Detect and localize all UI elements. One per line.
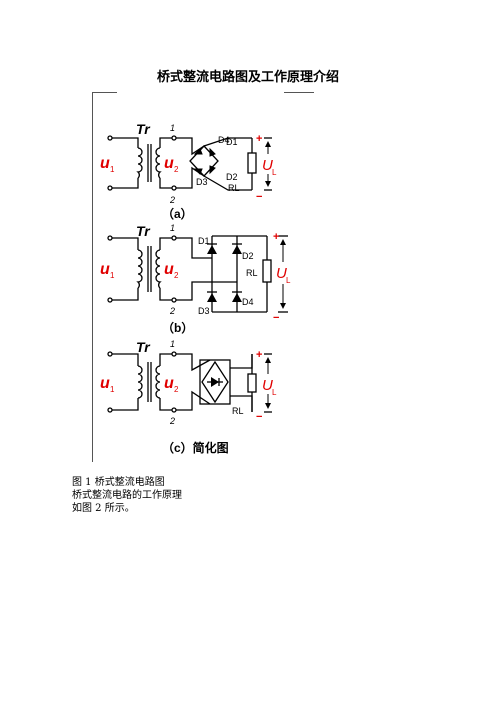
document-title: 桥式整流电路图及工作原理介绍 — [156, 70, 339, 85]
transformer-label-a: Tr — [136, 121, 151, 137]
u1-sub-c: 1 — [110, 385, 115, 394]
rl-label-b: RL — [246, 268, 258, 278]
transformer-label-c: Tr — [136, 339, 151, 355]
u2-label-c: u — [164, 375, 174, 392]
u1-sub-a: 1 — [110, 165, 115, 174]
transformer-label-b: Tr — [136, 223, 151, 239]
minus-sign-b: − — [273, 312, 279, 324]
d4-label-b: D4 — [242, 297, 254, 307]
node-1-label-c: 1 — [170, 339, 175, 349]
plus-sign-b: + — [273, 231, 279, 243]
u1-label-b: u — [100, 261, 110, 278]
u2-label-b: u — [164, 261, 174, 278]
node-2-label-a: 2 — [169, 195, 175, 205]
u1-sub-b: 1 — [110, 271, 115, 280]
rl-label-c: RL — [232, 406, 244, 416]
circuit-b — [107, 235, 288, 313]
d1-label-b: D1 — [198, 236, 210, 246]
frame-border-top-left — [92, 92, 117, 93]
node-2-label-c: 2 — [169, 416, 175, 426]
ul-label-c: U — [262, 377, 273, 394]
u2-sub-c: 2 — [174, 385, 179, 394]
circuit-a-diodes — [193, 147, 216, 175]
minus-sign-c: − — [256, 411, 262, 423]
caption-c: （c）简化图 — [162, 440, 229, 455]
frame-border-top-right — [284, 92, 314, 93]
u2-sub-a: 2 — [174, 165, 179, 174]
d3-label-a: D3 — [196, 177, 208, 187]
circuit-c — [107, 351, 272, 413]
ul-label-b: U — [276, 265, 287, 282]
body-text: 如图 2 所示。 — [72, 503, 135, 514]
minus-sign-a: − — [256, 191, 262, 203]
caption-a: （a） — [162, 206, 193, 221]
plus-sign-a: + — [256, 133, 262, 145]
rl-label-a: RL — [228, 183, 240, 193]
d3-label-b: D3 — [198, 306, 210, 316]
circuit-c-diode — [211, 377, 219, 387]
caption-b: （b） — [162, 320, 193, 335]
d1-label-a: D1 — [226, 137, 238, 147]
node-2-label-b: 2 — [169, 306, 175, 316]
circuit-c-labels: Tr 1 2 u 1 u 2 RL + − U L （c）简化图 — [100, 339, 277, 455]
bridge-rectifier-figure: Tr 1 2 u 1 u 2 D4 D1 D3 D2 RL + − U L （a… — [100, 121, 291, 455]
d4-label-a: D4 — [218, 135, 230, 145]
frame-border-left — [92, 92, 93, 462]
u2-sub-b: 2 — [174, 271, 179, 280]
plus-sign-c: + — [256, 349, 262, 361]
figure-caption: 图 1 桥式整流电路图 — [72, 477, 165, 488]
node-1-label-b: 1 — [170, 223, 175, 233]
circuit-a — [107, 135, 272, 191]
u1-label-a: u — [100, 155, 110, 172]
circuit-b-labels: Tr 1 2 u 1 u 2 D1 D2 D3 D4 RL + − U L （b… — [100, 223, 291, 335]
section-heading: 桥式整流电路的工作原理 — [72, 490, 182, 501]
circuit-a-labels: Tr 1 2 u 1 u 2 D4 D1 D3 D2 RL + − U L （a… — [100, 121, 277, 221]
u2-label-a: u — [164, 155, 174, 172]
circuit-b-diodes — [207, 245, 242, 302]
ul-sub-b: L — [286, 276, 291, 285]
ul-sub-a: L — [272, 168, 277, 177]
d2-label-b: D2 — [242, 251, 254, 261]
node-1-label-a: 1 — [170, 123, 175, 133]
ul-sub-c: L — [272, 388, 277, 397]
d2-label-a: D2 — [226, 172, 238, 182]
ul-label-a: U — [262, 157, 273, 174]
u1-label-c: u — [100, 375, 110, 392]
